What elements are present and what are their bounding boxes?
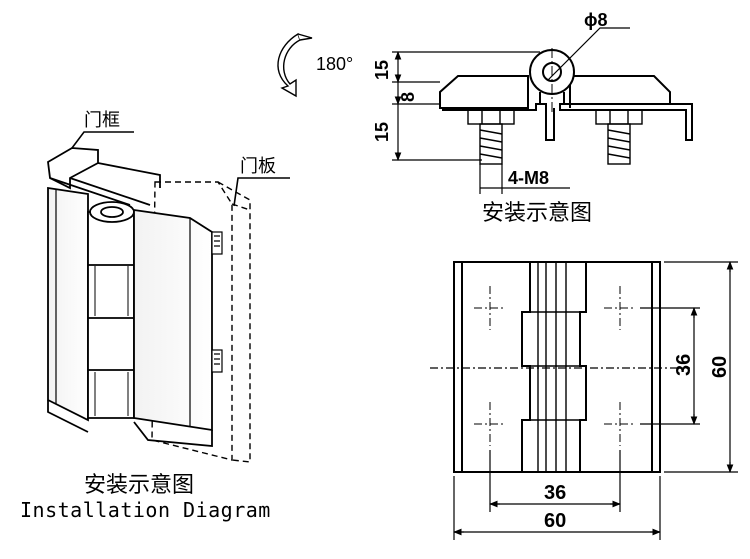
- dim-height-top: 15: [372, 60, 392, 80]
- front-view: [453, 261, 661, 473]
- front-horizontal-dimensions: [453, 450, 661, 540]
- side-bolt-left: [467, 109, 515, 165]
- side-bolt-right: [595, 109, 643, 165]
- hinge-leaf-left: [47, 186, 89, 433]
- rotation-arrow-icon: [277, 32, 313, 98]
- door-frame-leader: [71, 131, 134, 149]
- installation-caption-en: Installation Diagram: [20, 498, 271, 522]
- door-frame-shape: [47, 147, 161, 206]
- hinge-knuckles: [87, 201, 135, 419]
- bolt-spec-dimension: [479, 164, 570, 194]
- dim-hole-spacing-horizontal: 36: [544, 482, 566, 504]
- door-frame-label: 门框: [84, 110, 120, 131]
- hole-dia-text: ϕ8: [584, 10, 608, 30]
- bolt-spec-text: 4-M8: [508, 168, 549, 188]
- hinge-leaf-right: [133, 208, 213, 447]
- installation-caption-cn-top: 安装示意图: [482, 201, 592, 226]
- dim-hole-spacing-vertical: 36: [673, 354, 695, 376]
- door-panel-label: 门板: [240, 156, 276, 177]
- installation-caption-cn-bottom: 安装示意图: [84, 473, 194, 498]
- front-hole-centers: [430, 286, 690, 446]
- rotation-angle-label: 180°: [316, 54, 353, 74]
- dim-total-height: 60: [709, 356, 731, 378]
- side-view: [439, 48, 693, 165]
- hinge-bolts: [211, 231, 223, 373]
- hole-dia-leader: [547, 27, 630, 81]
- installation-sketch: [47, 131, 290, 463]
- dim-total-width: 60: [544, 510, 566, 532]
- side-vertical-dimension: [392, 51, 540, 161]
- dim-height-bottom: 15: [372, 122, 392, 142]
- dim-height-mid: 8: [398, 92, 418, 102]
- front-vertical-dimensions: [640, 261, 738, 473]
- door-panel-leader: [233, 177, 290, 207]
